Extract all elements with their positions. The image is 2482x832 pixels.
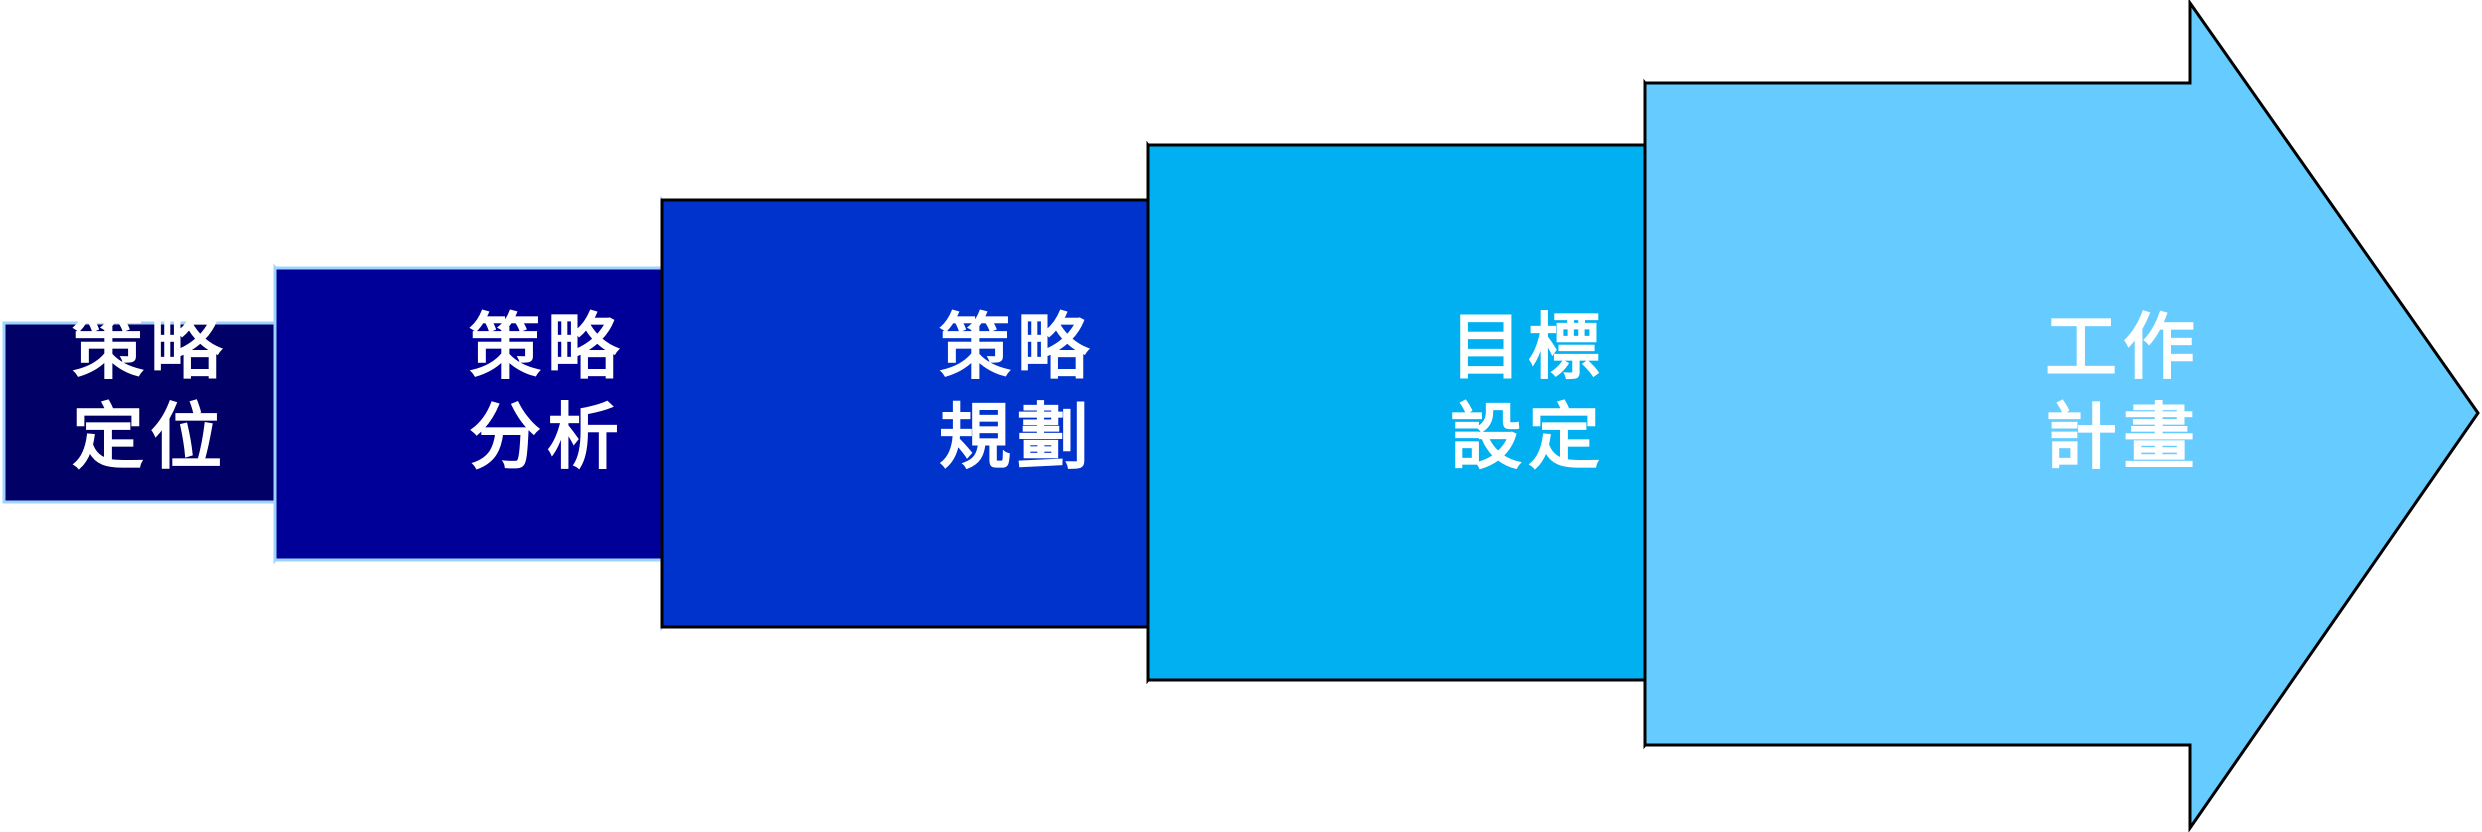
step-4-label-line1: 目標 [1450,305,1606,389]
step-5-label-line1: 工作 [2045,305,2201,389]
step-arrow-5 [1643,0,2480,832]
step-3-label-line1: 策略 [939,305,1095,389]
step-2-label-line2: 分析 [469,395,625,479]
step-2-label-line1: 策略 [469,305,625,389]
step-5-label-line2: 計畫 [2045,395,2201,479]
step-4-label-line2: 設定 [1450,395,1606,479]
step-1-label-line1: 策略 [72,305,228,389]
step-1-label-line2: 定位 [72,395,228,479]
step-3-label-line2: 規劃 [939,395,1095,479]
